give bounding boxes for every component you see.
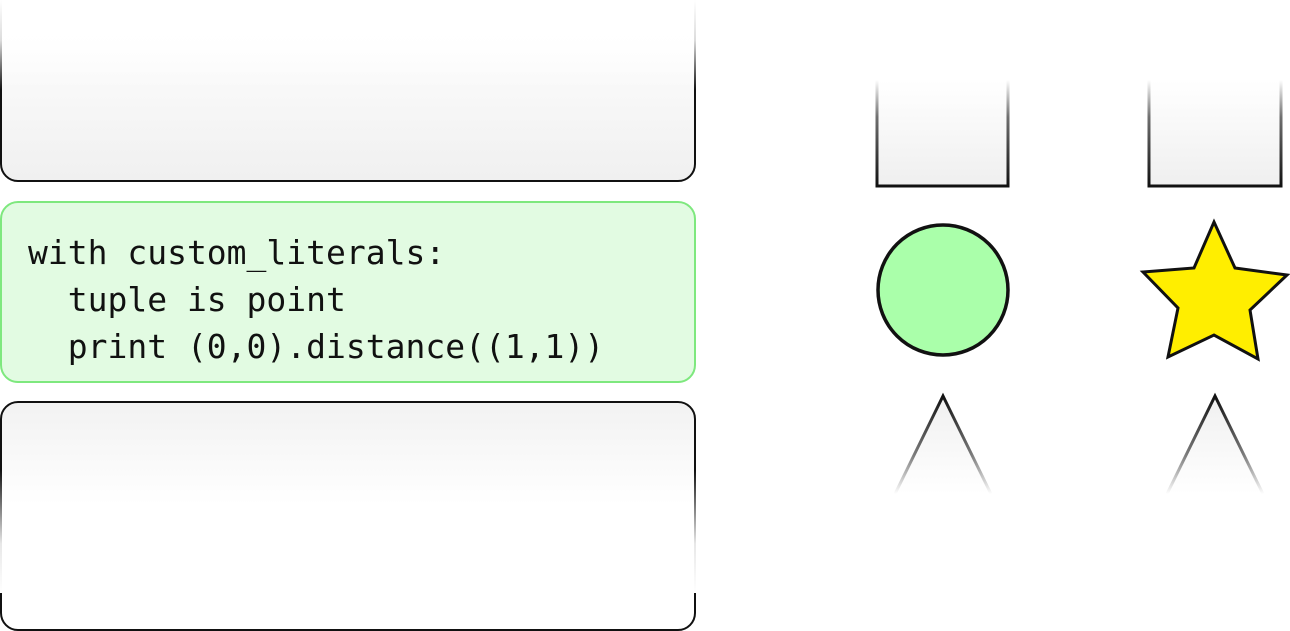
right-box-top-icon: [1147, 80, 1283, 188]
code-line-3: print (0,0).distance((1,1)): [28, 327, 605, 366]
code-panel: with custom_literals: tuple is point pri…: [0, 201, 696, 383]
right-triangle-icon: [1165, 392, 1265, 495]
green-circle-icon: [876, 223, 1010, 357]
shapes-canvas: [875, 80, 1290, 495]
left-triangle-icon: [893, 392, 993, 495]
code-line-1: with custom_literals:: [28, 233, 446, 272]
yellow-star-icon: [1139, 218, 1290, 362]
left-box-top-icon: [875, 80, 1010, 188]
code-line-2: tuple is point: [28, 280, 346, 319]
